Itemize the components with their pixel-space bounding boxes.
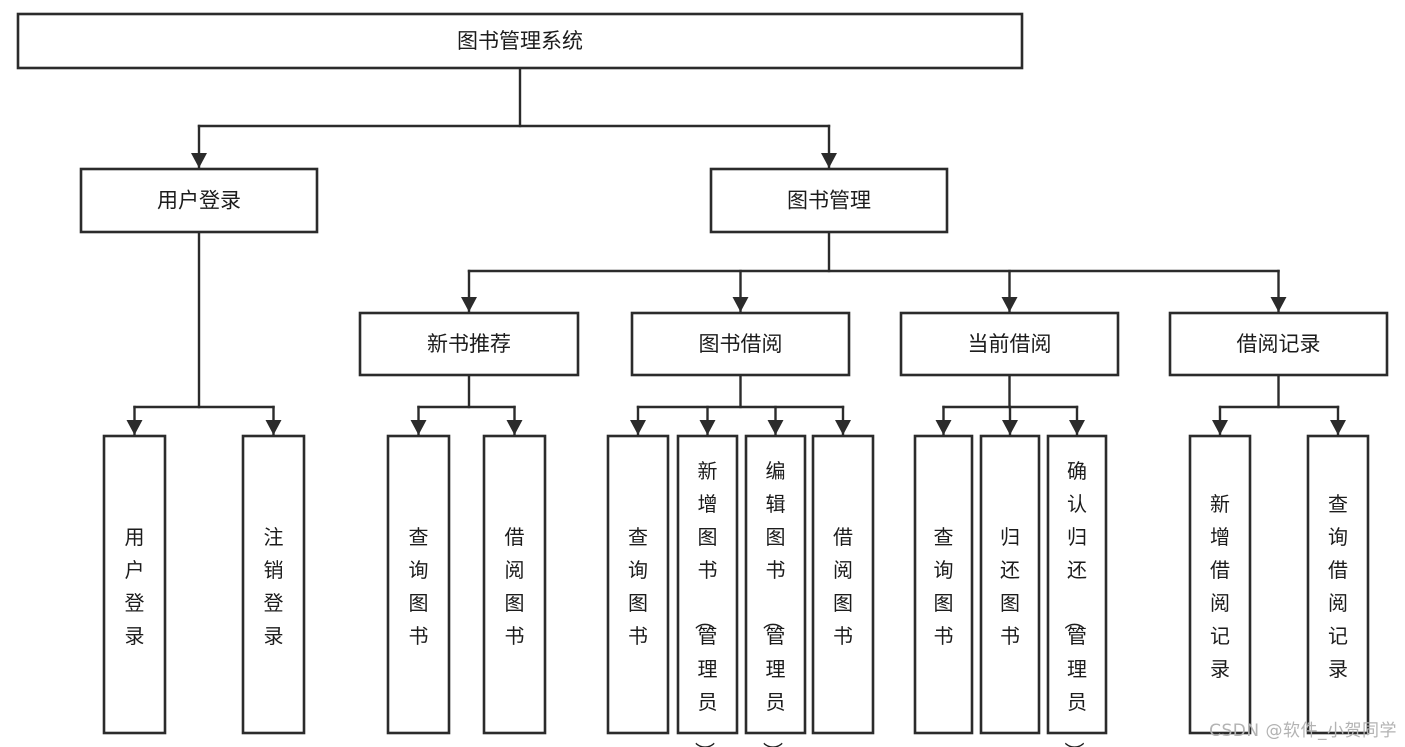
node-label: 查询图书 bbox=[628, 525, 648, 648]
node-label: 新书推荐 bbox=[427, 332, 511, 356]
node-leaf-borrow-book-1[interactable]: 借阅图书 bbox=[482, 434, 547, 735]
node-label: 图书管理 bbox=[787, 189, 871, 213]
node-label: 借阅图书 bbox=[505, 525, 525, 648]
node-label: 查询借阅记录 bbox=[1328, 492, 1348, 681]
edges-layer bbox=[126, 66, 1346, 437]
node-leaf-user-logout[interactable]: 注销登录 bbox=[241, 434, 306, 735]
node-label: 查询图书 bbox=[409, 525, 429, 648]
node-book-manage[interactable]: 图书管理 bbox=[709, 167, 949, 234]
node-box bbox=[1046, 434, 1108, 735]
arrow-head-icon bbox=[1069, 420, 1085, 435]
arrow-head-icon bbox=[1002, 420, 1018, 435]
arrow-head-icon bbox=[1212, 420, 1228, 435]
node-label: 用户登录 bbox=[125, 525, 145, 648]
node-box bbox=[979, 434, 1041, 735]
arrow-head-icon bbox=[1330, 420, 1346, 435]
node-label: 新增图书（管理员） bbox=[693, 459, 718, 747]
node-box bbox=[744, 434, 807, 735]
arrow-head-icon bbox=[410, 420, 427, 435]
node-leaf-query-book-1[interactable]: 查询图书 bbox=[386, 434, 451, 735]
node-box bbox=[16, 12, 1024, 70]
node-leaf-query-book-3[interactable]: 查询图书 bbox=[913, 434, 974, 735]
node-book-borrow[interactable]: 图书借阅 bbox=[630, 311, 851, 377]
arrow-head-icon bbox=[1001, 297, 1018, 312]
node-leaf-query-record[interactable]: 查询借阅记录 bbox=[1306, 434, 1370, 735]
node-box bbox=[709, 167, 949, 234]
node-leaf-add-book[interactable]: 新增图书（管理员） bbox=[676, 434, 739, 747]
arrow-head-icon bbox=[506, 420, 523, 435]
node-box bbox=[1188, 434, 1252, 735]
arrow-head-icon bbox=[767, 420, 784, 435]
node-borrow-record[interactable]: 借阅记录 bbox=[1168, 311, 1389, 377]
arrow-head-icon bbox=[461, 297, 477, 312]
node-box bbox=[899, 311, 1120, 377]
node-leaf-user-login[interactable]: 用户登录 bbox=[102, 434, 167, 735]
node-label: 注销登录 bbox=[264, 525, 284, 648]
node-box bbox=[606, 434, 670, 735]
node-leaf-confirm-return[interactable]: 确认归还（管理员） bbox=[1046, 434, 1108, 747]
node-box bbox=[102, 434, 167, 735]
arrow-head-icon bbox=[1270, 297, 1287, 312]
node-label: 当前借阅 bbox=[968, 332, 1052, 356]
node-label: 新增借阅记录 bbox=[1210, 492, 1230, 681]
node-box bbox=[386, 434, 451, 735]
node-new-book-rec[interactable]: 新书推荐 bbox=[358, 311, 580, 377]
nodes-layer: 图书管理系统用户登录图书管理新书推荐图书借阅当前借阅借阅记录用户登录注销登录查询… bbox=[16, 12, 1389, 747]
arrow-head-icon bbox=[630, 420, 646, 435]
arrow-head-icon bbox=[732, 297, 749, 312]
node-leaf-query-book-2[interactable]: 查询图书 bbox=[606, 434, 670, 735]
node-user-login[interactable]: 用户登录 bbox=[79, 167, 319, 234]
node-root[interactable]: 图书管理系统 bbox=[16, 12, 1024, 70]
arrow-head-icon bbox=[835, 420, 851, 435]
node-box bbox=[1168, 311, 1389, 377]
node-leaf-borrow-book-2[interactable]: 借阅图书 bbox=[811, 434, 875, 735]
node-label: 查询图书 bbox=[934, 525, 954, 648]
arrow-head-icon bbox=[126, 420, 143, 435]
node-box bbox=[482, 434, 547, 735]
node-label: 借阅记录 bbox=[1237, 332, 1321, 356]
node-box bbox=[630, 311, 851, 377]
node-label: 用户登录 bbox=[157, 189, 241, 213]
node-box bbox=[811, 434, 875, 735]
arrow-head-icon bbox=[699, 420, 716, 435]
node-box bbox=[241, 434, 306, 735]
node-current-borrow[interactable]: 当前借阅 bbox=[899, 311, 1120, 377]
node-box bbox=[358, 311, 580, 377]
node-label: 借阅图书 bbox=[833, 525, 853, 648]
arrow-head-icon bbox=[191, 153, 207, 168]
arrow-head-icon bbox=[821, 153, 837, 168]
arrow-head-icon bbox=[265, 420, 282, 435]
node-box bbox=[913, 434, 974, 735]
node-box bbox=[79, 167, 319, 234]
node-label: 确认归还（管理员） bbox=[1062, 459, 1087, 747]
node-box bbox=[1306, 434, 1370, 735]
node-leaf-add-record[interactable]: 新增借阅记录 bbox=[1188, 434, 1252, 735]
node-label: 归还图书 bbox=[1000, 525, 1020, 648]
node-label: 图书管理系统 bbox=[457, 29, 583, 53]
node-label: 编辑图书（管理员） bbox=[761, 459, 786, 747]
node-label: 图书借阅 bbox=[699, 332, 783, 356]
arrow-head-icon bbox=[935, 420, 952, 435]
node-leaf-return-book[interactable]: 归还图书 bbox=[979, 434, 1041, 735]
node-leaf-edit-book[interactable]: 编辑图书（管理员） bbox=[744, 434, 807, 747]
node-box bbox=[676, 434, 739, 735]
